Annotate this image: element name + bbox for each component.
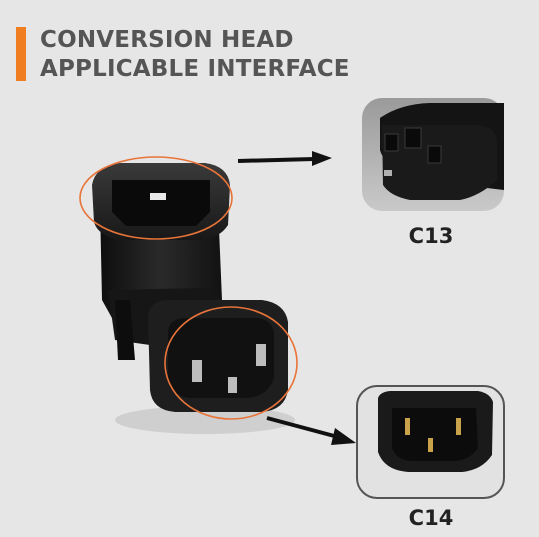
title-line-1: CONVERSION HEAD (40, 27, 294, 53)
c14-label: C14 (408, 506, 454, 530)
adapter-photo (79, 156, 298, 434)
arrow-right-icon (237, 151, 332, 166)
outlet-highlight-ring (164, 306, 298, 420)
page-title: CONVERSION HEAD APPLICABLE INTERFACE (40, 26, 350, 84)
inlet-highlight-ring (79, 156, 233, 240)
c13-label: C13 (408, 224, 454, 248)
c14-inset (356, 385, 505, 499)
arrow-right-icon (266, 416, 356, 445)
c13-inset (362, 98, 504, 211)
title-line-2: APPLICABLE INTERFACE (40, 56, 350, 82)
accent-bar (16, 27, 26, 81)
